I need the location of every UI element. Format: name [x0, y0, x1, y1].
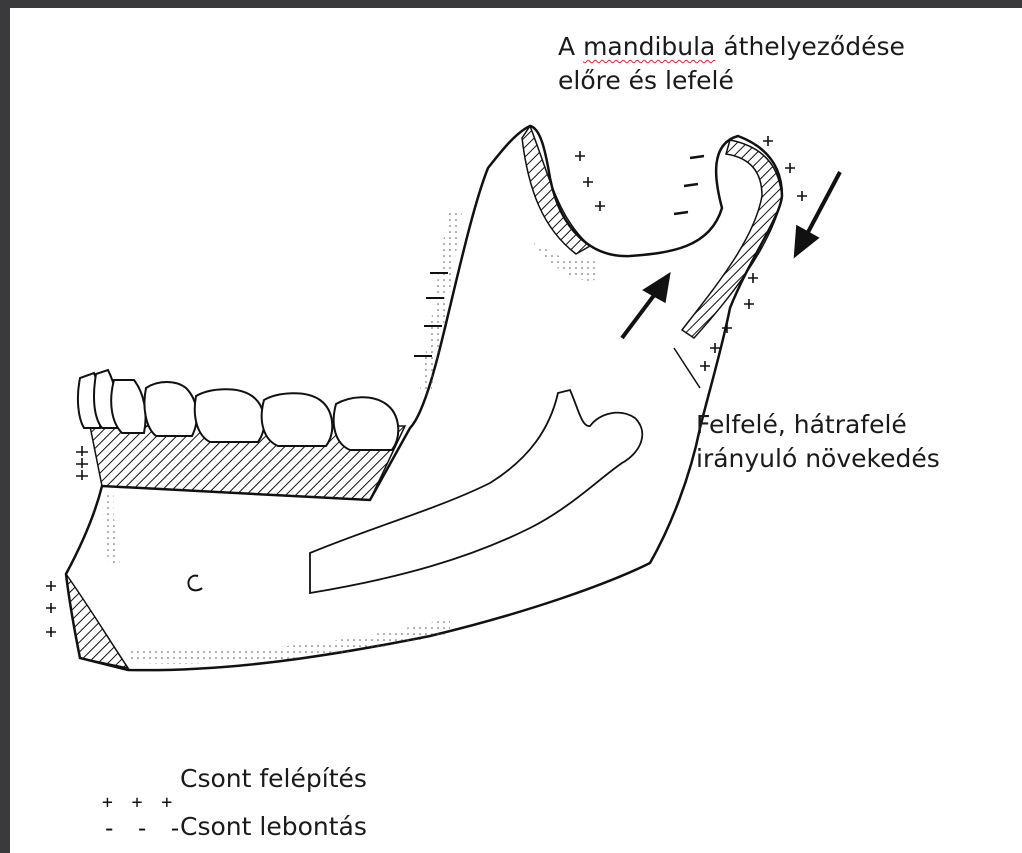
title-prefix: A [558, 32, 583, 61]
title-mandibula: mandibula [583, 32, 715, 61]
stipple-chin [103, 492, 120, 568]
title-suffix: áthelyeződése [715, 32, 905, 61]
title-displacement: A mandibula áthelyeződése előre és lefel… [558, 30, 905, 98]
legend-build-symbol: + + + [102, 792, 176, 813]
growth-label: Felfelé, hátrafelé irányuló növekedés [696, 408, 940, 476]
legend-build-label: Csont felépítés [180, 762, 367, 796]
mental-foramen [188, 576, 202, 591]
slide: A mandibula áthelyeződése előre és lefel… [10, 8, 1022, 853]
condyle-hatch [682, 140, 782, 338]
growth-line-1: Felfelé, hátrafelé [696, 408, 940, 442]
legend-resorb-label: Csont lebontás [180, 810, 367, 844]
stipple-ramus [420, 208, 462, 398]
coronoid-hatch [522, 126, 590, 254]
arrow-downward [796, 172, 840, 254]
title-line-1: A mandibula áthelyeződése [558, 30, 905, 64]
title-line-2: előre és lefelé [558, 64, 905, 98]
legend-resorb-symbol: - - - [102, 814, 184, 842]
chin-hatch [66, 574, 128, 668]
arrow-upward [622, 276, 668, 338]
stipple-base [130, 618, 450, 664]
resorption-marks-condyle [674, 156, 704, 214]
growth-line-2: irányuló növekedés [696, 442, 940, 476]
growth-pointer [674, 348, 700, 388]
